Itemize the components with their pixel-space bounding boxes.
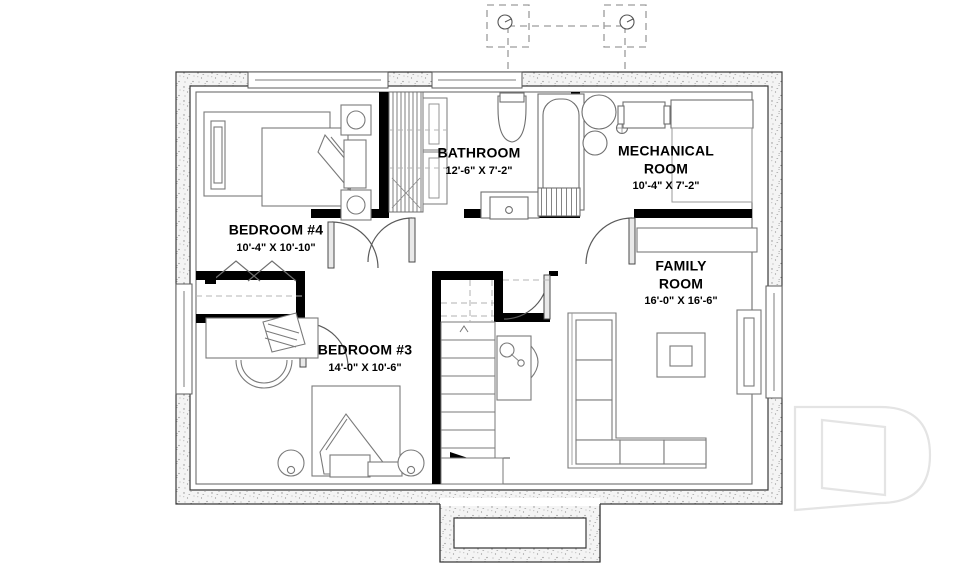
mechanical-room-label-line2: ROOM xyxy=(644,161,688,177)
family-room-label-line1: FAMILY xyxy=(655,258,707,274)
bedroom-3-furniture xyxy=(205,312,425,478)
deck-post-icons xyxy=(497,14,635,30)
mechanical-room-label-line1: MECHANICAL xyxy=(618,143,714,159)
window-openings xyxy=(175,71,783,399)
room-labels: BEDROOM #4 10'-4" X 10'-10" BATHROOM 12'… xyxy=(229,143,718,374)
deck-outline-above xyxy=(486,4,647,78)
family-room-furniture xyxy=(567,227,762,469)
bedroom-4-dimensions: 10'-4" X 10'-10" xyxy=(236,242,315,254)
staircase xyxy=(440,280,510,485)
bathroom-dimensions: 12'-6" X 7'-2" xyxy=(445,165,512,177)
watermark-logo xyxy=(793,405,932,512)
bathroom-fixtures xyxy=(480,92,585,220)
family-room-label-line2: ROOM xyxy=(659,276,703,292)
mechanical-room-dimensions: 10'-4" X 7'-2" xyxy=(632,180,699,192)
bedroom-4-closet xyxy=(388,91,448,213)
bedroom-3-dimensions: 14'-0" X 10'-6" xyxy=(328,362,401,374)
family-room-dimensions: 16'-0" X 16'-6" xyxy=(644,295,717,307)
mechanical-room-equipment xyxy=(581,94,754,203)
bedroom-4-furniture xyxy=(203,104,372,221)
bedroom-3-closet xyxy=(196,260,304,297)
bedroom-3-label: BEDROOM #3 xyxy=(318,342,413,358)
hall-utility xyxy=(496,335,539,401)
bedroom-4-label: BEDROOM #4 xyxy=(229,222,324,238)
bathroom-label: BATHROOM xyxy=(438,145,521,161)
